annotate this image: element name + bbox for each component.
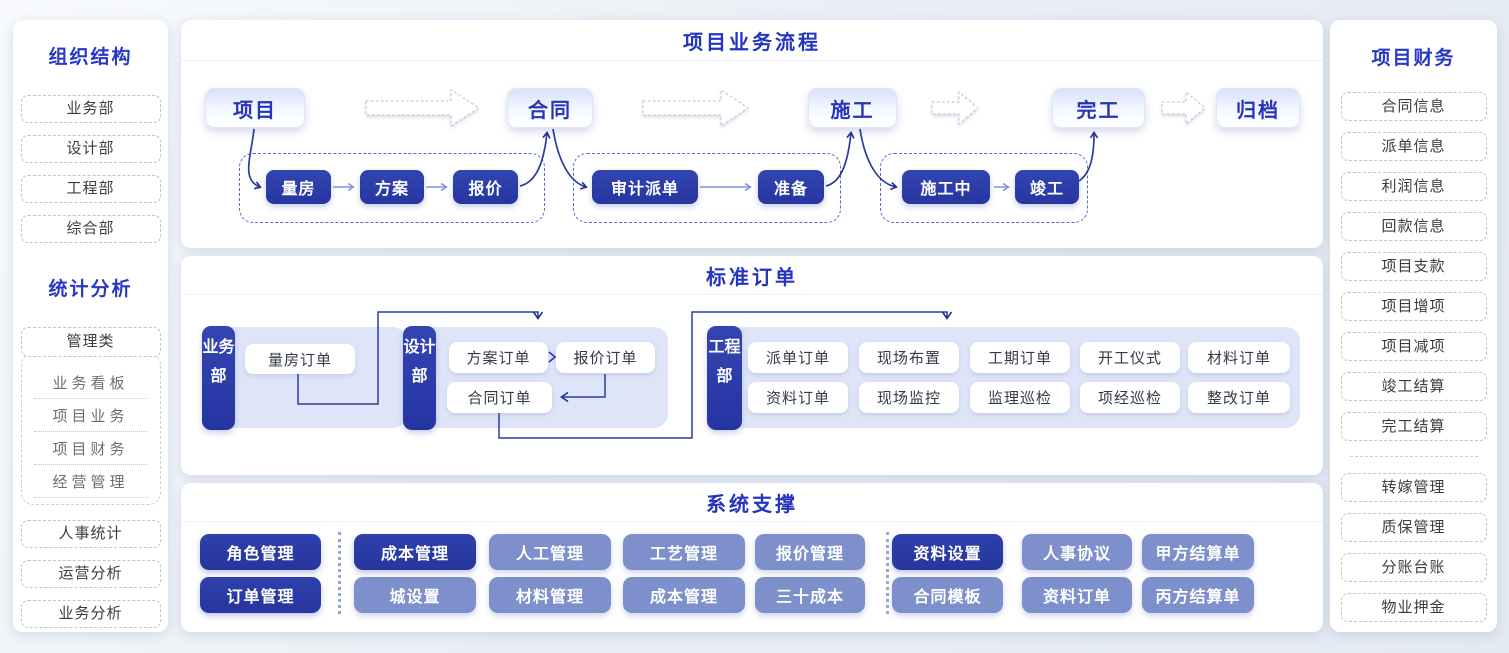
support-button-material-management[interactable]: 材料管理 (489, 577, 611, 613)
order-chip-plan-order[interactable]: 方案订单 (449, 342, 548, 373)
sidebar-item-property-deposit[interactable]: 物业押金 (1340, 593, 1487, 622)
step-final-acceptance: 竣工 (1015, 170, 1079, 204)
step-constructing: 施工中 (902, 170, 990, 204)
standard-orders-panel: 标准订单 业务部 设计部 工程部 量房订单 方案订单 报价订单 合同订单 派单订… (181, 256, 1323, 475)
sidebar-item-engineering-dept[interactable]: 工程部 (20, 175, 161, 203)
sidebar-item-operation-analysis[interactable]: 运营分析 (20, 560, 161, 588)
sidebar-item-final-settlement[interactable]: 竣工结算 (1340, 372, 1487, 401)
sidebar-item-transfer-management[interactable]: 转嫁管理 (1340, 473, 1487, 502)
sidebar-item-warranty-management[interactable]: 质保管理 (1340, 513, 1487, 542)
center-column: 项目业务流程 项目 合同 施工 完工 归档 量房 方案 报价 审计派单 准备 施… (181, 20, 1323, 632)
order-chip-document-order[interactable]: 资料订单 (748, 382, 848, 413)
business-dept-container (218, 327, 407, 428)
stage-construction: 施工 (808, 88, 897, 128)
order-chip-material-order[interactable]: 材料订单 (1188, 342, 1290, 373)
left-sidebar: 组织结构 业务部 设计部 工程部 综合部 统计分析 管理类 业务看板 项目业务 … (13, 20, 168, 632)
step-plan: 方案 (360, 170, 424, 204)
order-chip-measure-order[interactable]: 量房订单 (245, 344, 355, 374)
order-chip-site-layout[interactable]: 现场布置 (859, 342, 959, 373)
flow-panel-title: 项目业务流程 (181, 20, 1323, 61)
sidebar-item-hr-stats[interactable]: 人事统计 (20, 520, 161, 548)
sidebar-item-operation-mgmt[interactable]: 经营管理 (33, 465, 148, 498)
support-button-data-order[interactable]: 资料订单 (1022, 577, 1132, 613)
support-button-contract-template[interactable]: 合同模板 (892, 577, 1003, 613)
sidebar-item-profit-info[interactable]: 利润信息 (1340, 172, 1487, 201)
sidebar-item-management-class[interactable]: 管理类 (20, 327, 161, 357)
order-chip-quote-order[interactable]: 报价订单 (556, 342, 655, 373)
support-button-hr-agreement[interactable]: 人事协议 (1022, 534, 1132, 570)
stats-analysis-title: 统计分析 (48, 279, 133, 300)
stage-project: 项目 (205, 88, 305, 128)
sidebar-item-completion-settlement[interactable]: 完工结算 (1340, 412, 1487, 441)
sidebar-item-payment-info[interactable]: 回款信息 (1340, 212, 1487, 241)
sidebar-item-dispatch-info[interactable]: 派单信息 (1340, 132, 1487, 161)
support-button-order-management[interactable]: 订单管理 (200, 577, 321, 613)
sidebar-item-project-addition[interactable]: 项目增项 (1340, 292, 1487, 321)
project-finance-title: 项目财务 (1371, 48, 1456, 69)
sidebar-item-general-dept[interactable]: 综合部 (20, 215, 161, 243)
support-divider (338, 532, 341, 614)
dept-pill-business: 业务部 (202, 326, 235, 430)
step-prepare: 准备 (758, 170, 824, 204)
sidebar-item-project-finance[interactable]: 项目财务 (33, 432, 148, 465)
order-chip-site-monitoring[interactable]: 现场监控 (859, 382, 959, 413)
sidebar-item-project-payment[interactable]: 项目支款 (1340, 252, 1487, 281)
sidebar-item-design-dept[interactable]: 设计部 (20, 135, 161, 163)
sidebar-item-project-reduction[interactable]: 项目减项 (1340, 332, 1487, 361)
support-button-craft-management[interactable]: 工艺管理 (623, 534, 745, 570)
support-button-role-management[interactable]: 角色管理 (200, 534, 321, 570)
support-button-data-settings[interactable]: 资料设置 (892, 534, 1003, 570)
stage-contract: 合同 (507, 88, 593, 128)
stage-archive: 归档 (1216, 88, 1300, 128)
finance-divider (1349, 456, 1478, 457)
support-panel-title: 系统支撑 (181, 483, 1323, 522)
subflow-group-dispatch (573, 153, 841, 223)
orders-panel-title: 标准订单 (181, 256, 1323, 295)
subflow-group-design (239, 153, 545, 223)
dept-pill-engineering: 工程部 (707, 326, 742, 430)
order-chip-contract-order[interactable]: 合同订单 (447, 382, 552, 413)
sidebar-item-business-board[interactable]: 业务看板 (33, 366, 148, 399)
order-chip-supervisor-patrol[interactable]: 监理巡检 (970, 382, 1070, 413)
support-button-party-c-settlement[interactable]: 丙方结算单 (1142, 577, 1254, 613)
order-chip-start-ceremony[interactable]: 开工仪式 (1080, 342, 1180, 373)
step-audit-dispatch: 审计派单 (592, 170, 698, 204)
system-support-panel: 系统支撑 角色管理 成本管理 人工管理 工艺管理 报价管理 资料设置 人事协议 … (181, 483, 1323, 632)
org-structure-title: 组织结构 (48, 47, 133, 68)
support-button-party-a-settlement[interactable]: 甲方结算单 (1142, 534, 1254, 570)
support-button-cost-management[interactable]: 成本管理 (354, 534, 476, 570)
support-button-thirty-cost[interactable]: 三十成本 (755, 577, 865, 613)
support-button-cost-management-2[interactable]: 成本管理 (623, 577, 745, 613)
stage-completion: 完工 (1052, 88, 1145, 128)
support-button-quote-management[interactable]: 报价管理 (755, 534, 865, 570)
management-class-group: 业务看板 项目业务 项目财务 经营管理 (20, 353, 161, 505)
support-button-labor-management[interactable]: 人工管理 (489, 534, 611, 570)
dept-pill-design: 设计部 (403, 326, 436, 430)
sidebar-item-project-business[interactable]: 项目业务 (33, 399, 148, 432)
right-sidebar: 项目财务 合同信息 派单信息 利润信息 回款信息 项目支款 项目增项 项目减项 … (1330, 20, 1497, 632)
step-quote: 报价 (453, 170, 518, 204)
business-flow-panel: 项目业务流程 项目 合同 施工 完工 归档 量房 方案 报价 审计派单 准备 施… (181, 20, 1323, 248)
order-chip-pm-patrol[interactable]: 项经巡检 (1080, 382, 1180, 413)
sidebar-item-business-dept[interactable]: 业务部 (20, 95, 161, 123)
subflow-group-construction (880, 153, 1088, 223)
sidebar-item-business-analysis[interactable]: 业务分析 (20, 600, 161, 628)
sidebar-item-contract-info[interactable]: 合同信息 (1340, 92, 1487, 121)
sidebar-item-ledger-accounts[interactable]: 分账台账 (1340, 553, 1487, 582)
step-measure-room: 量房 (266, 170, 331, 204)
support-button-city-settings[interactable]: 城设置 (354, 577, 476, 613)
order-chip-rectification-order[interactable]: 整改订单 (1188, 382, 1290, 413)
order-chip-dispatch-order[interactable]: 派单订单 (748, 342, 848, 373)
order-chip-schedule-order[interactable]: 工期订单 (970, 342, 1070, 373)
support-divider (886, 532, 889, 614)
